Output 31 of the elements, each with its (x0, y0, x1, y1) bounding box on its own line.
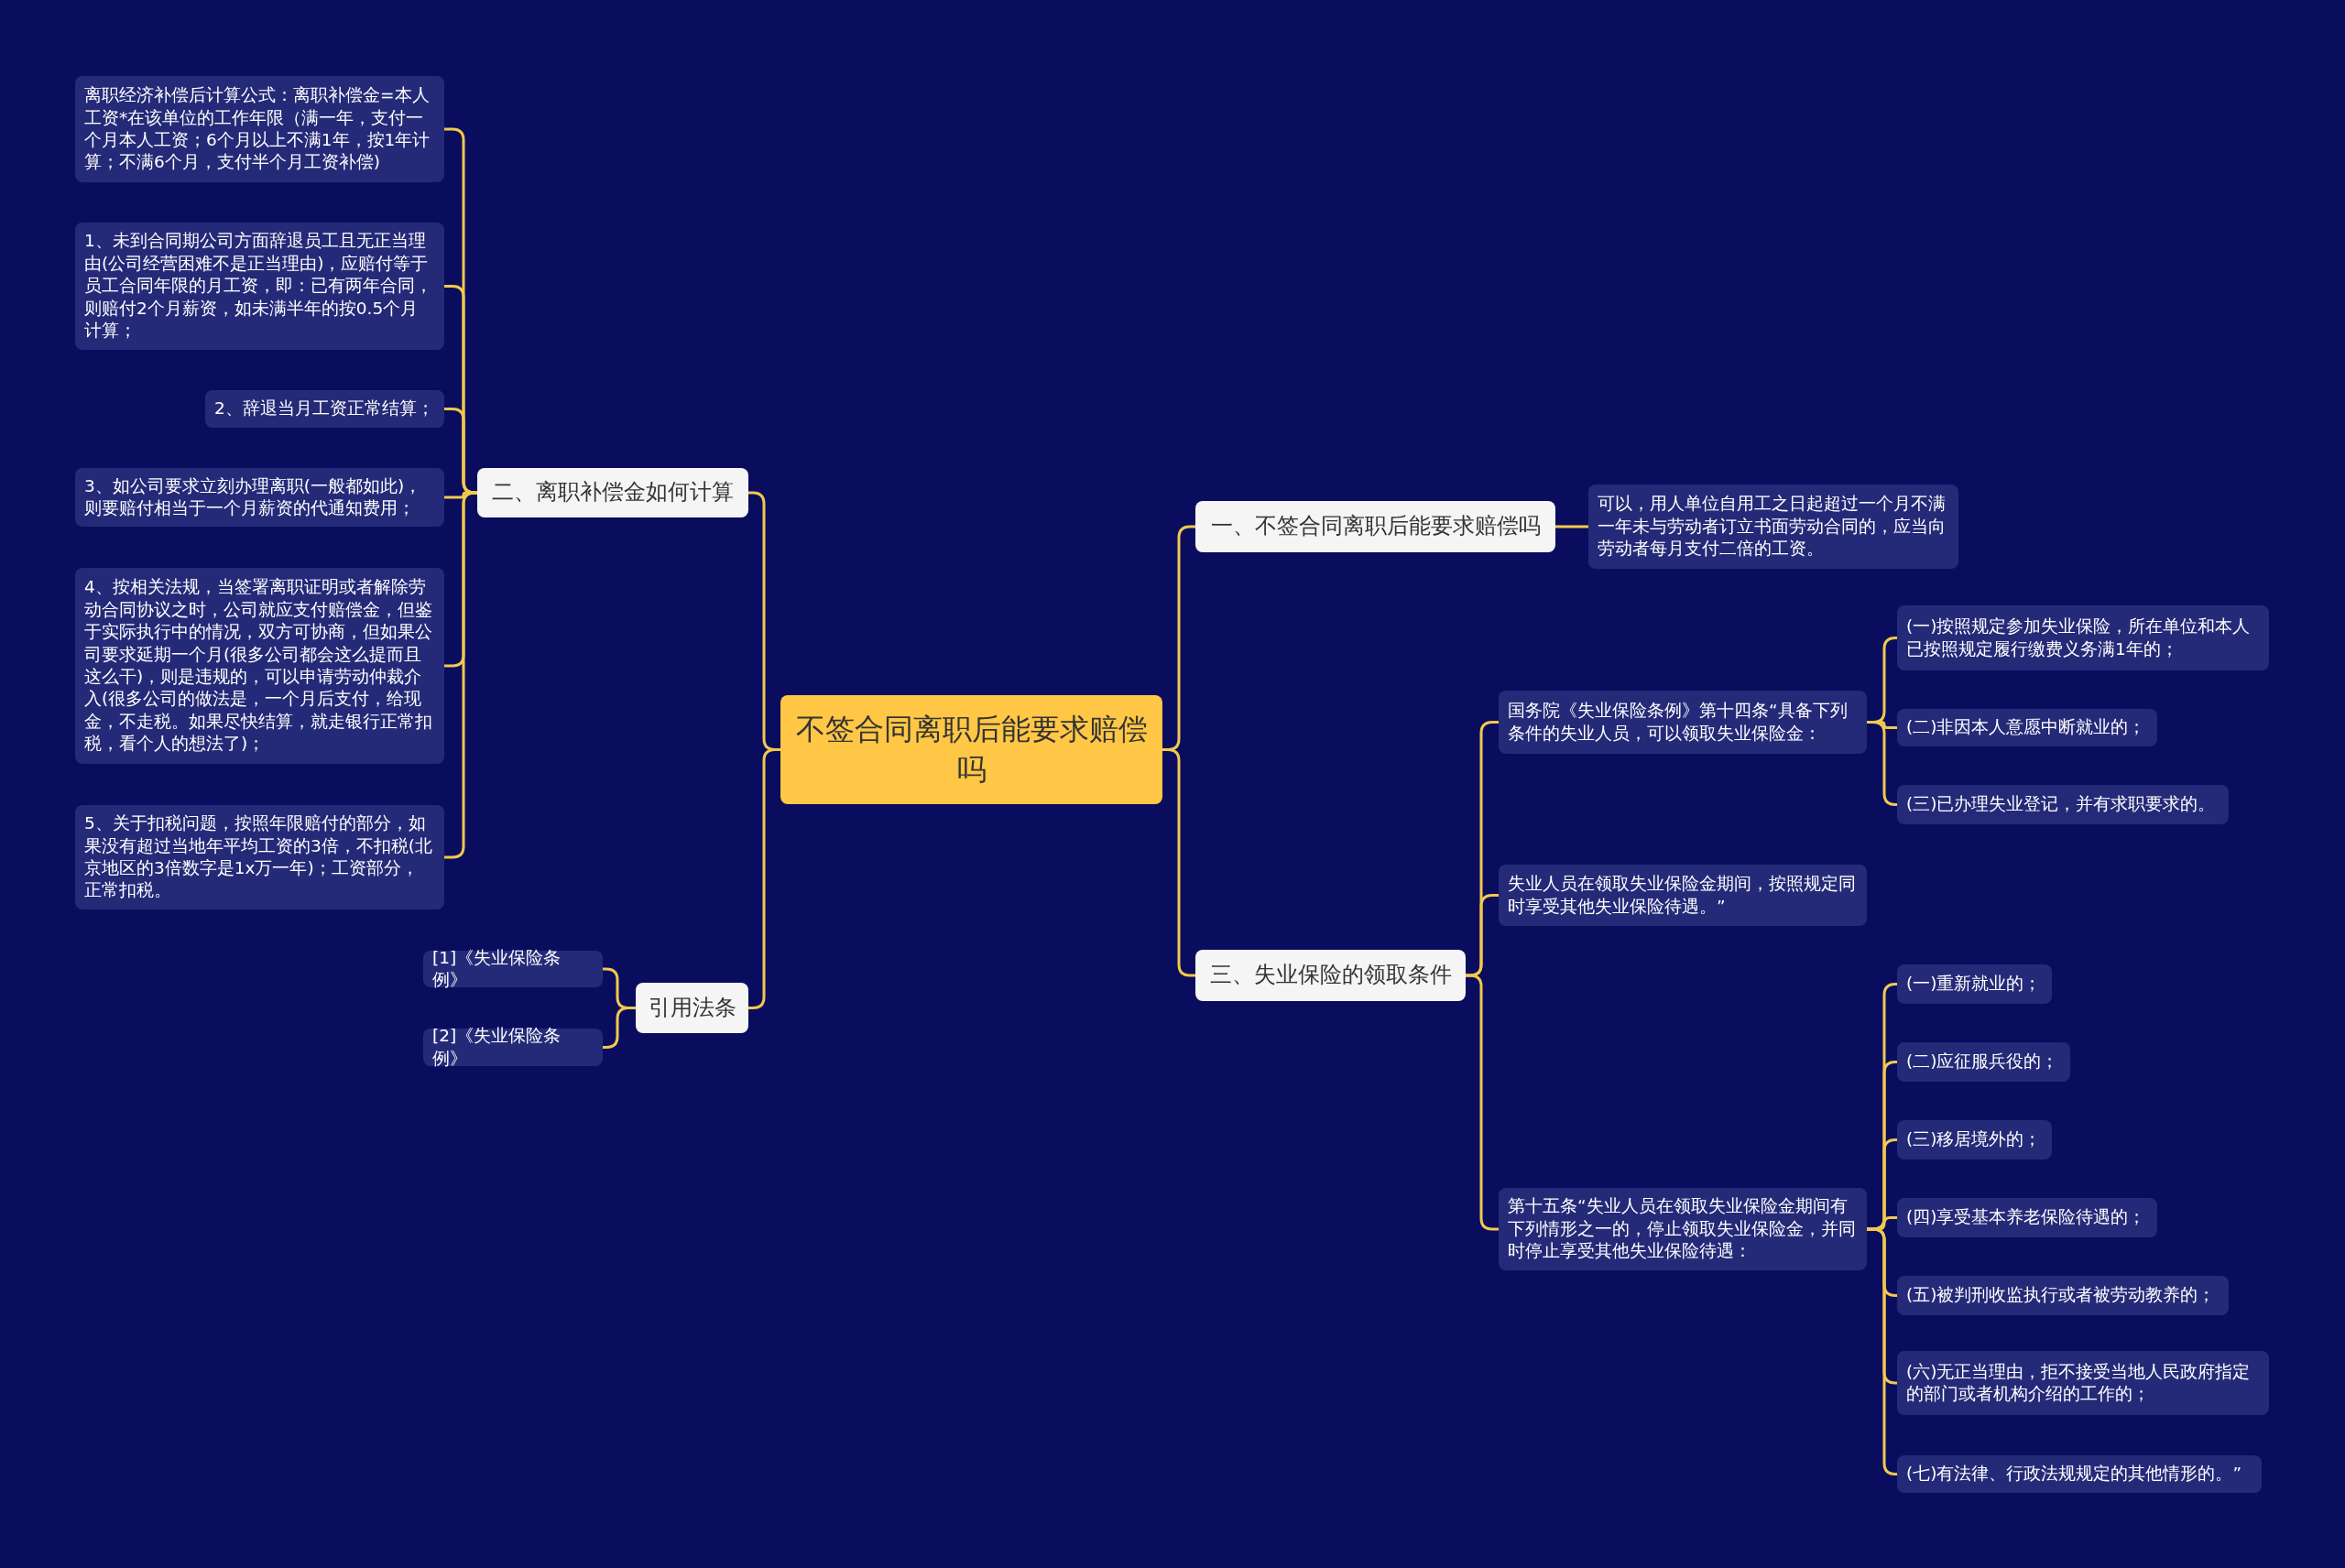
central-topic-box: 不签合同离职后能要求赔偿吗 (780, 695, 1162, 804)
topic-box: 引用法条 (636, 983, 748, 1033)
topic-box: 二、离职补偿金如何计算 (477, 468, 748, 517)
subtopic-box: 国务院《失业保险条例》第十四条“具备下列条件的失业人员，可以领取失业保险金： (1499, 691, 1867, 754)
subtopic-box: (五)被判刑收监执行或者被劳动教养的； (1897, 1276, 2229, 1315)
subtopic-box: 失业人员在领取失业保险金期间，按照规定同时享受其他失业保险待遇。” (1499, 865, 1867, 926)
subtopic-box: 1、未到合同期公司方面辞退员工且无正当理由(公司经营困难不是正当理由)，应赔付等于员工合同年限的月工资，即：已有两年合同，则赔付2个月薪资，如未满半年的按0.5个月计算； (75, 223, 444, 350)
subtopic-box: 4、按相关法规，当签署离职证明或者解除劳动合同协议之时，公司就应支付赔偿金，但鉴于实际执行中的情况，双方可协商，但如果公司要求延期一个月(很多公司都会这么提而且这么干)，则是违规的，可以申请劳动仲裁介入(很多公司的做法是，一个月后支付，给现金，不走税。如果尽快结算，就走银行正常扣税，看个人的想法了)； (75, 568, 444, 764)
subtopic-box: 离职经济补偿后计算公式：离职补偿金=本人工资*在该单位的工作年限（满一年，支付一个月本人工资；6个月以上不满1年，按1年计算；不满6个月，支付半个月工资补偿) (75, 76, 444, 182)
topic-box: 一、不签合同离职后能要求赔偿吗 (1195, 501, 1555, 552)
connector-line (1162, 748, 1195, 977)
subtopic-box: (六)无正当理由，拒不接受当地人民政府指定的部门或者机构介绍的工作的； (1897, 1351, 2269, 1415)
connector-line (1555, 525, 1588, 528)
subtopic-box: 5、关于扣税问题，按照年限赔付的部分，如果没有超过当地年平均工资的3倍，不扣税(北京地区的3倍数字是1x万一年)；工资部分，正常扣税。 (75, 805, 444, 909)
subtopic-box: [2]《失业保险条例》 (423, 1029, 603, 1066)
subtopic-box: (三)已办理失业登记，并有求职要求的。 (1897, 785, 2229, 824)
subtopic-box: 第十五条“失业人员在领取失业保险金期间有下列情形之一的，停止领取失业保险金，并同时停止享受其他失业保险待遇： (1499, 1188, 1867, 1270)
connector-line (603, 1007, 636, 1049)
subtopic-box: (七)有法律、行政法规规定的其他情形的。” (1897, 1455, 2262, 1493)
subtopic-box: (二)非因本人意愿中断就业的； (1897, 709, 2157, 746)
subtopic-box: (一)按照规定参加失业保险，所在单位和本人已按照规定履行缴费义务满1年的； (1897, 605, 2269, 670)
subtopic-box: [1]《失业保险条例》 (423, 951, 603, 987)
subtopic-box: (四)享受基本养老保险待遇的； (1897, 1198, 2157, 1237)
topic-box: 三、失业保险的领取条件 (1195, 950, 1466, 1001)
connector-line (1466, 974, 1499, 1231)
subtopic-box: 可以，用人单位自用工之日起超过一个月不满一年未与劳动者订立书面劳动合同的，应当向劳动者每月支付二倍的工资。 (1588, 485, 1958, 569)
subtopic-box: (一)重新就业的； (1897, 964, 2052, 1004)
subtopic-box: 2、辞退当月工资正常结算； (205, 390, 444, 428)
subtopic-box: (二)应征服兵役的； (1897, 1042, 2070, 1082)
subtopic-box: 3、如公司要求立刻办理离职(一般都如此)，则要赔付相当于一个月薪资的代通知费用； (75, 468, 444, 527)
subtopic-box: (三)移居境外的； (1897, 1120, 2052, 1160)
